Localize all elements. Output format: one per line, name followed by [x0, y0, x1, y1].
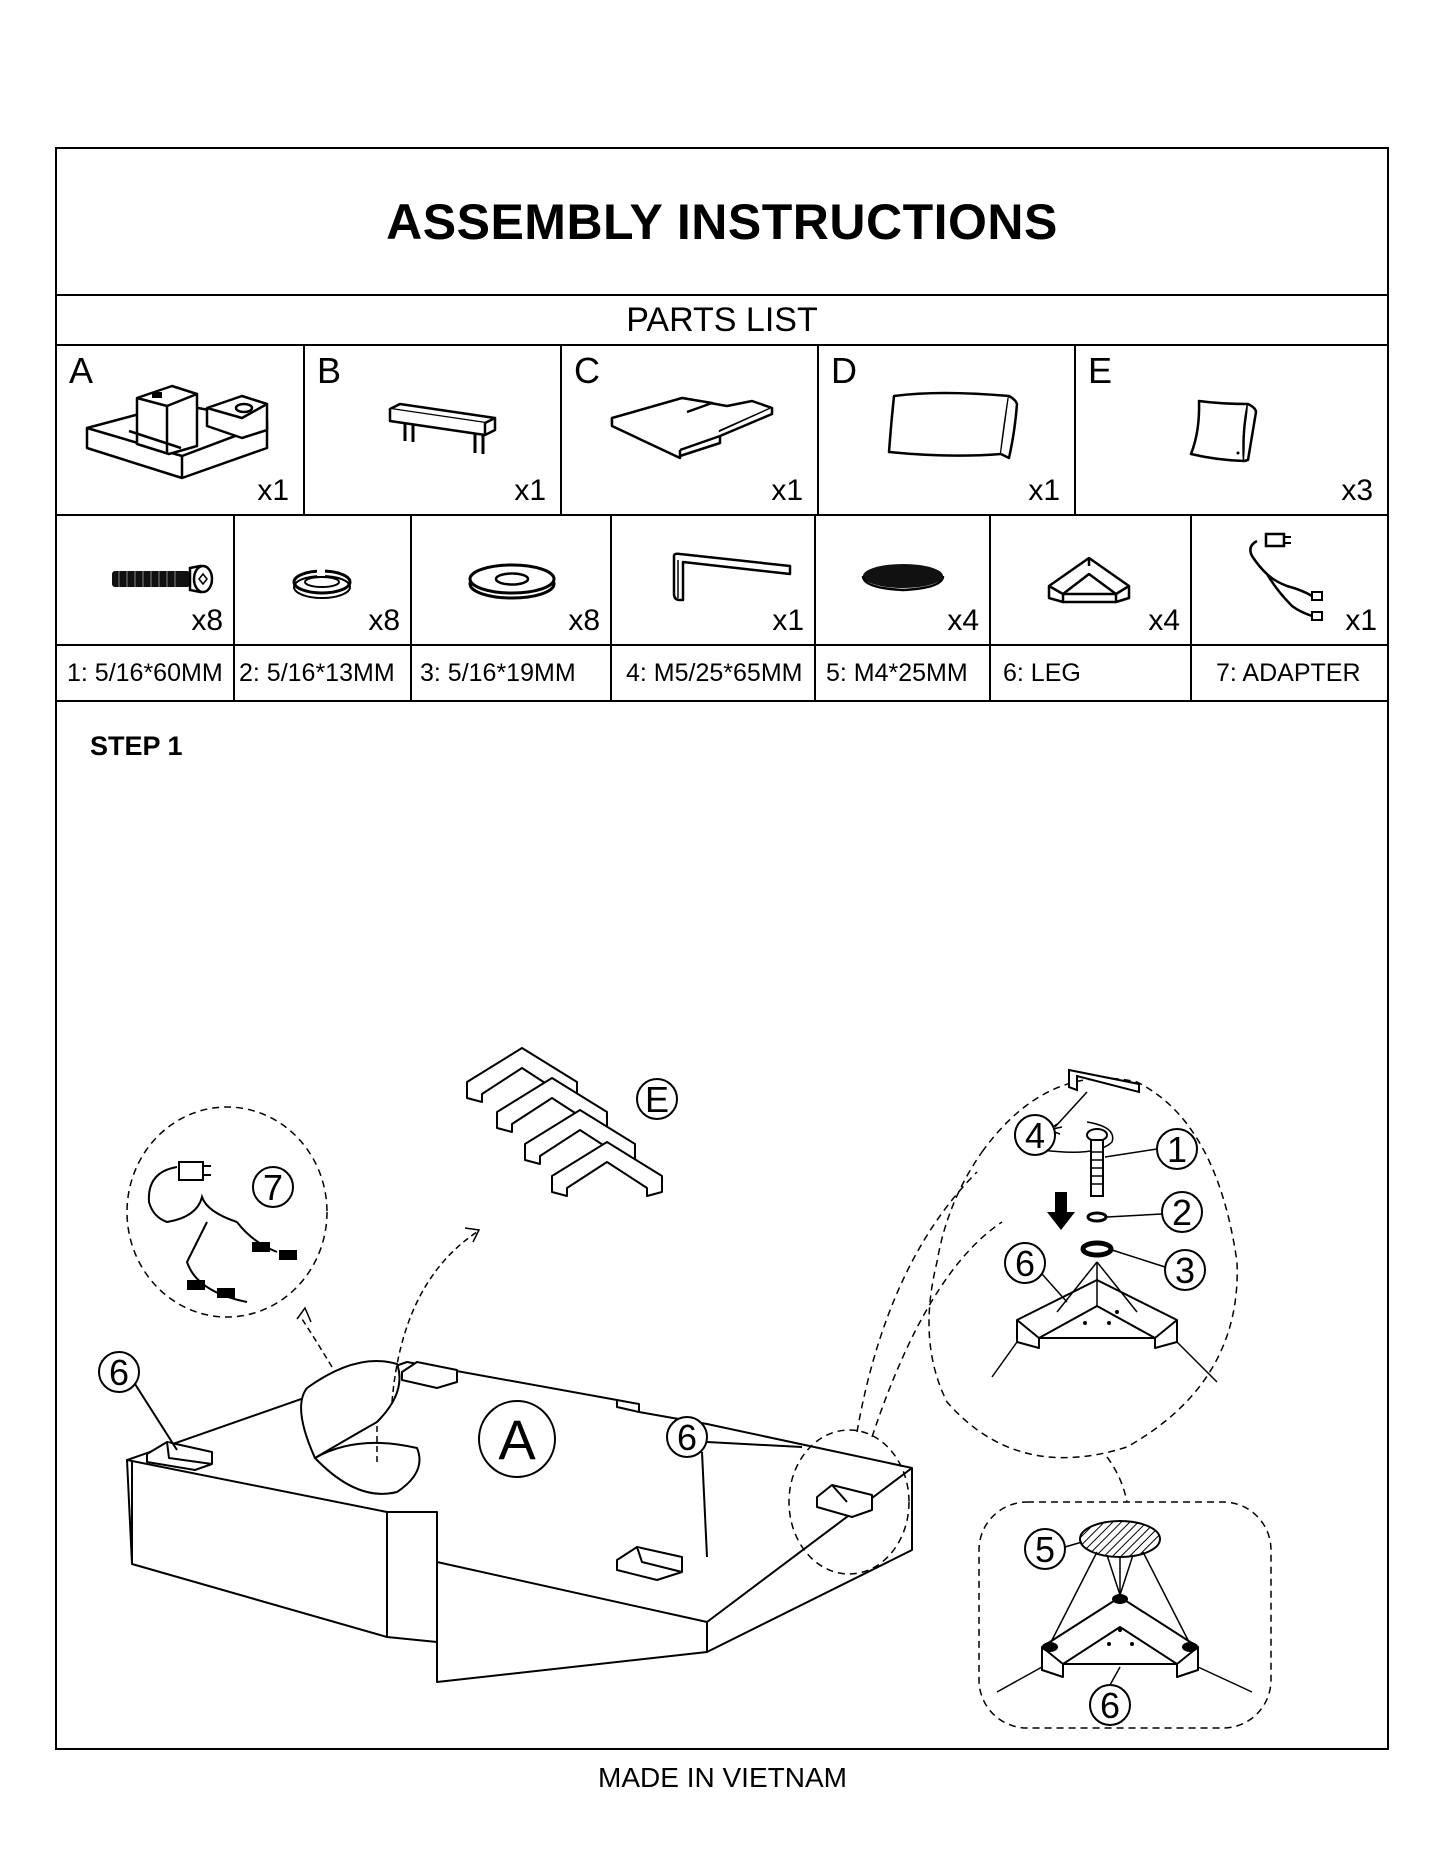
hardware-qty: x8 [368, 604, 400, 637]
allen-key-drawing [1068, 1068, 1140, 1094]
allen-key-callout: 4 [1025, 1115, 1045, 1156]
part-qty: x3 [1341, 474, 1373, 507]
spring-washer-icon [292, 568, 352, 599]
seat-cushion-icon [610, 396, 774, 460]
adapter-icon [1249, 532, 1323, 621]
part-letter: A [69, 350, 94, 391]
title-row: ASSEMBLY INSTRUCTIONS [57, 149, 1387, 296]
hardware-qty: x8 [568, 604, 600, 637]
throw-pillow-icon [1189, 399, 1258, 463]
flat-washer-callout: 3 [1175, 1250, 1195, 1291]
part-qty: x1 [514, 474, 546, 507]
instruction-sheet: ASSEMBLY INSTRUCTIONS PARTS LIST A [55, 147, 1389, 1750]
hardware-label: 7: ADAPTER [1216, 658, 1361, 687]
part-qty: x1 [771, 474, 803, 507]
step-title: STEP 1 [90, 731, 183, 761]
leg-callout: 6 [1100, 1685, 1120, 1726]
hardware-qty: x1 [1345, 604, 1377, 637]
leg-stack-drawing [466, 1047, 663, 1197]
step-1-illustration: A 6 6 7 [98, 1047, 1272, 1729]
part-d-cell: D x1 [819, 346, 1076, 514]
hardware-row: x8 x8 x8 x1 [57, 516, 1387, 646]
part-e-callout: E [645, 1079, 669, 1120]
hardware-label: 3: 5/16*19MM [412, 646, 612, 700]
hardware-label: 1: 5/16*60MM [57, 646, 235, 700]
footer-origin: MADE IN VIETNAM [598, 1762, 847, 1793]
adapter-callout: 7 [263, 1167, 283, 1208]
corner-sofa-base-icon [85, 384, 269, 480]
part-e-cell: E x3 [1076, 346, 1387, 514]
hardware-adapter-cell: x1 [1192, 516, 1387, 644]
part-letter: C [574, 350, 600, 391]
hardware-leg-cell: x4 [991, 516, 1192, 644]
down-arrow-icon [1047, 1192, 1075, 1230]
hardware-qty: x4 [1148, 604, 1180, 637]
page-title: ASSEMBLY INSTRUCTIONS [386, 193, 1058, 250]
hardware-label: 4: M5/25*65MM [612, 646, 816, 700]
hardware-qty: x1 [772, 604, 804, 637]
hardware-label-row: 1: 5/16*60MM 2: 5/16*13MM 3: 5/16*19MM 4… [57, 646, 1387, 702]
hardware-label: 2: 5/16*13MM [235, 646, 412, 700]
bolt-callout: 1 [1167, 1129, 1187, 1170]
felt-pad-icon [861, 564, 945, 592]
leg-callout: 6 [677, 1417, 697, 1458]
bolt-drawing [1086, 1128, 1108, 1197]
felt-pad-callout: 5 [1035, 1529, 1055, 1570]
felt-pad-drawing [1079, 1520, 1161, 1558]
flat-washer-icon [468, 563, 556, 600]
spring-washer-drawing [1086, 1211, 1108, 1223]
spring-washer-callout: 2 [1172, 1192, 1192, 1233]
part-qty: x1 [257, 474, 289, 507]
backrest-frame-icon [388, 402, 497, 454]
leg-callout: 6 [1015, 1243, 1035, 1284]
hardware-label: 5: M4*25MM [816, 646, 991, 700]
part-qty: x1 [1028, 474, 1060, 507]
back-cushion-icon [887, 391, 1019, 460]
hardware-spring-washer-cell: x8 [235, 516, 412, 644]
part-a-cell: A x1 [57, 346, 305, 514]
part-letter: D [831, 350, 857, 391]
part-c-cell: C x1 [562, 346, 819, 514]
part-b-cell: B x1 [305, 346, 562, 514]
leg-with-pads-drawing [1041, 1596, 1199, 1678]
allen-key-icon [672, 552, 792, 602]
part-letter: B [317, 350, 342, 391]
hardware-qty: x4 [947, 604, 979, 637]
flat-washer-drawing [1080, 1240, 1114, 1258]
hardware-label: 6: LEG [991, 646, 1192, 700]
warning-label-drawing [300, 1360, 421, 1495]
leg-on-base [146, 1361, 873, 1581]
bolt-icon [112, 564, 214, 594]
hardware-bolt-cell: x8 [57, 516, 235, 644]
part-letter: E [1088, 350, 1113, 391]
hardware-flat-washer-cell: x8 [412, 516, 612, 644]
leg-callout: 6 [109, 1352, 129, 1393]
hardware-felt-pad-cell: x4 [816, 516, 991, 644]
parts-list-heading: PARTS LIST [57, 296, 1387, 346]
hardware-allen-key-cell: x1 [612, 516, 816, 644]
part-a-callout: A [498, 1408, 536, 1471]
leg-icon [1047, 556, 1131, 604]
hardware-qty: x8 [191, 604, 223, 637]
parts-row: A x1 B [57, 346, 1387, 516]
